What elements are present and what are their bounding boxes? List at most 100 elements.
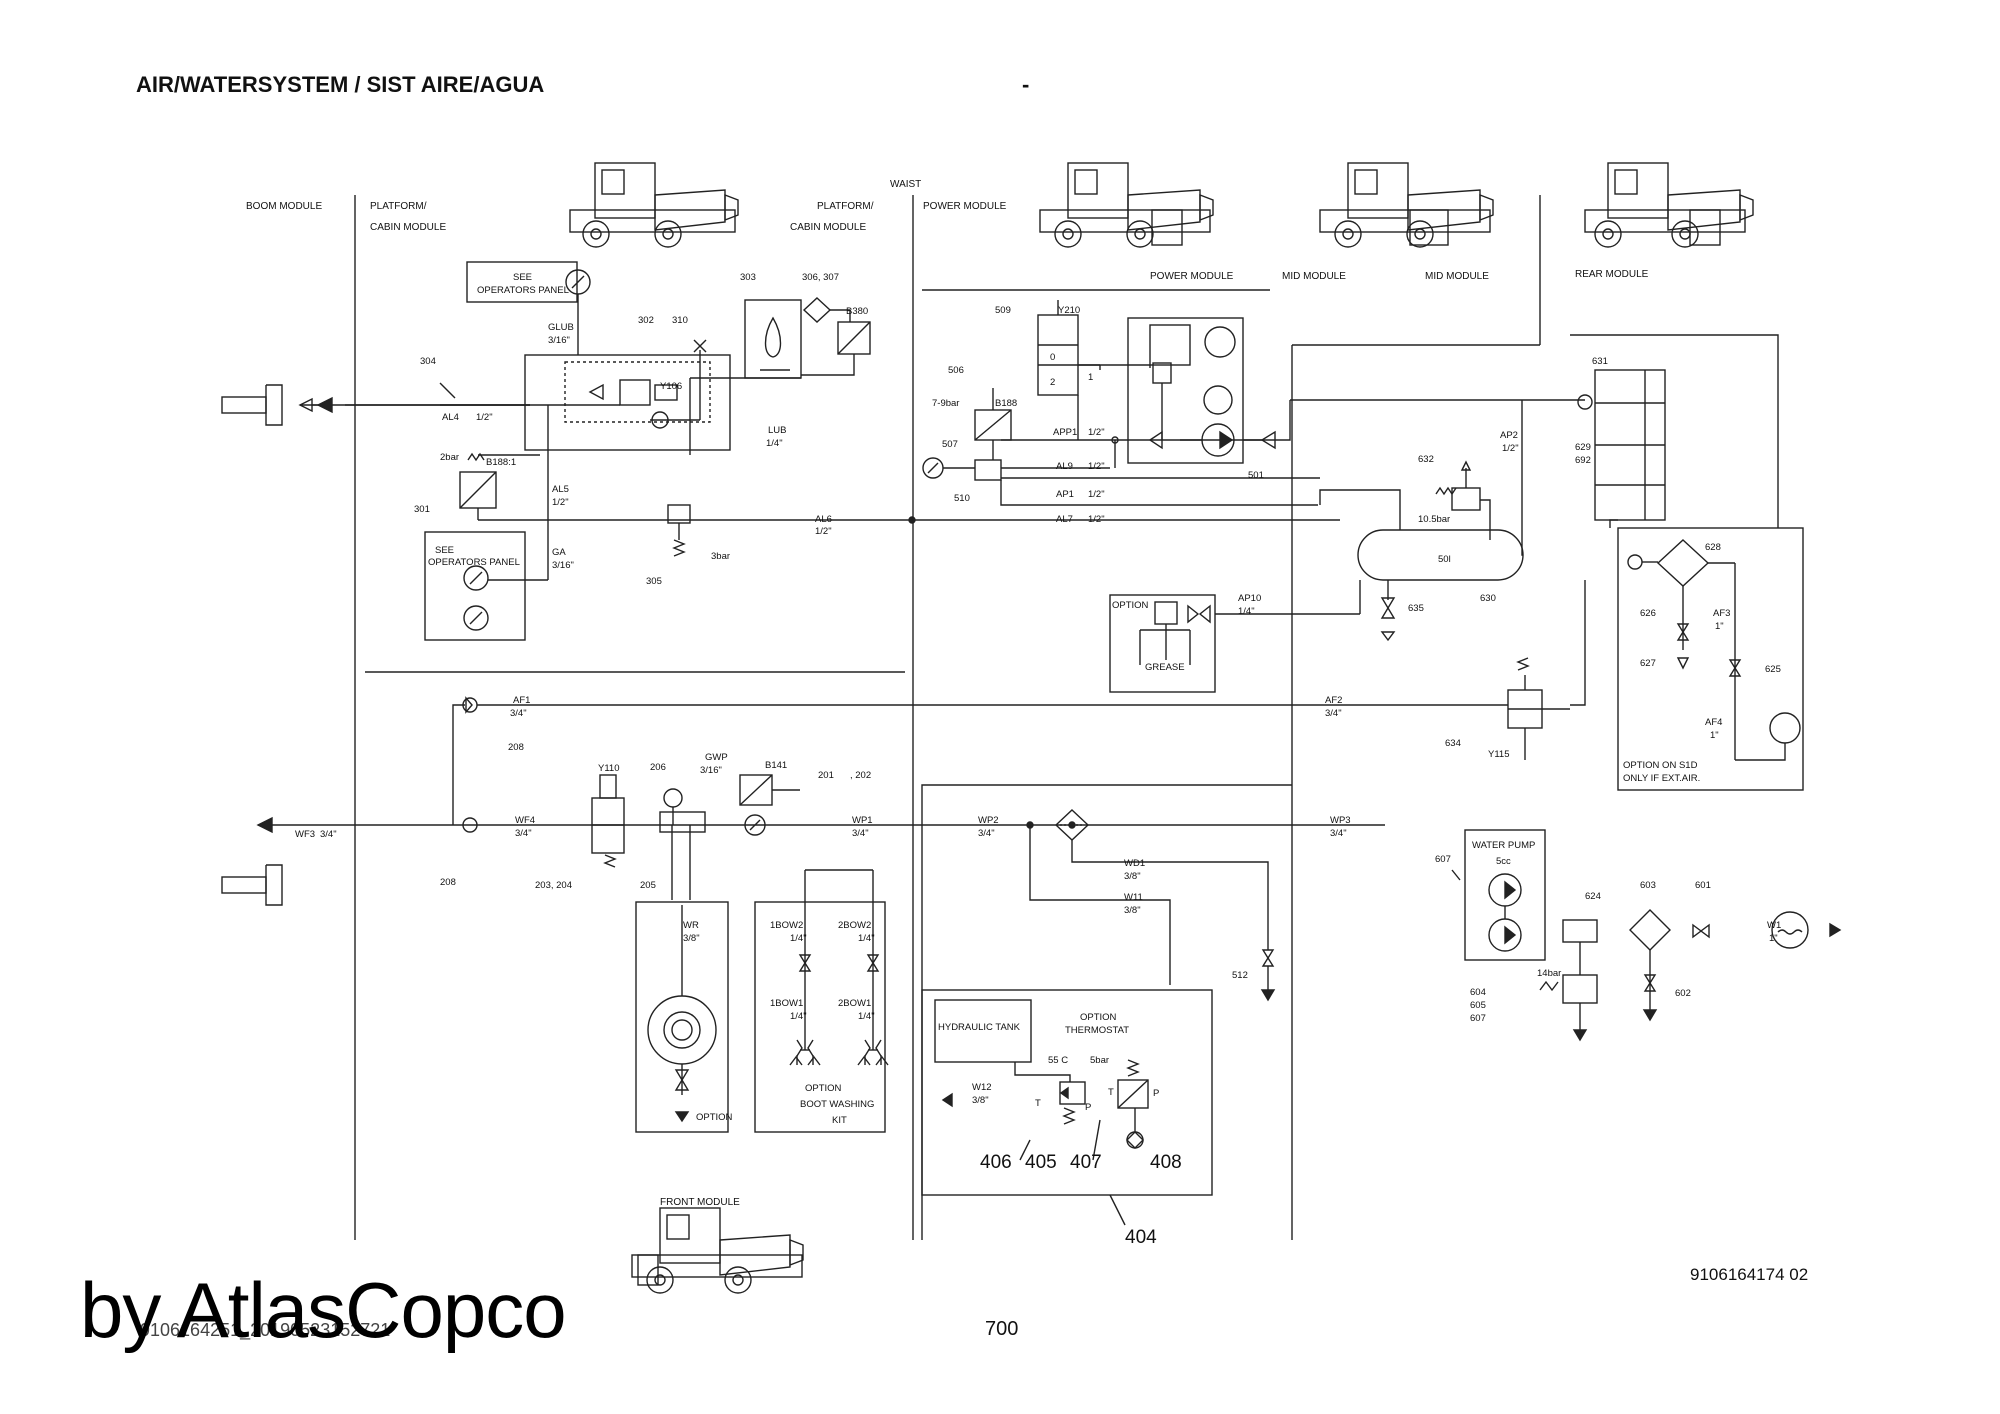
diagram-label: 602 xyxy=(1675,988,1691,999)
diagram-label: 14bar xyxy=(1537,968,1561,979)
boot-washing-kit-box xyxy=(754,901,886,1133)
diagram-label: 50l xyxy=(1438,554,1451,565)
diagram-label: 509 xyxy=(995,305,1011,316)
diagram-label: THERMOSTAT xyxy=(1065,1025,1129,1036)
valve-624 xyxy=(1562,919,1598,943)
label-power-module: POWER MODULE xyxy=(1150,271,1234,282)
hose-reel-box xyxy=(635,901,729,1133)
water-tank-level xyxy=(1771,911,1809,949)
diagram-label: WATER PUMP xyxy=(1472,840,1535,851)
label-see-2: SEE xyxy=(435,545,454,556)
diagram-label: 634 xyxy=(1445,738,1461,749)
diagram-label: 607 xyxy=(1435,854,1451,865)
diagram-label: 3/4" xyxy=(1325,708,1342,719)
diagram-label: WF3 xyxy=(295,829,315,840)
diagram-label: WF4 xyxy=(515,815,535,826)
label-power-module-top: POWER MODULE xyxy=(923,201,1007,212)
diagram-label: 2BOW1 xyxy=(838,998,871,1009)
option-grease-box xyxy=(1109,594,1216,693)
label-rear-module: REAR MODULE xyxy=(1575,269,1649,280)
diagram-label: GLUB xyxy=(548,322,574,333)
diagram-label: 3/8" xyxy=(683,933,700,944)
vehicle-rear-icon xyxy=(1584,162,1754,248)
diagram-label: 631 xyxy=(1592,356,1608,367)
diagram-label: 603 xyxy=(1640,880,1656,891)
diagram-label: AL9 xyxy=(1056,461,1073,472)
rear-module-box xyxy=(1617,527,1804,791)
diagram-label: 1/2" xyxy=(1088,461,1105,472)
diagram-label: OPTION xyxy=(1112,600,1149,611)
diagram-label: 627 xyxy=(1640,658,1656,669)
diagram-label: WD1 xyxy=(1124,858,1145,869)
label-front-module: FRONT MODULE xyxy=(660,1197,740,1208)
diagram-label: AL5 xyxy=(552,484,569,495)
diagram-label: 1/2" xyxy=(1088,489,1105,500)
diagram-label: 1/4" xyxy=(1238,606,1255,617)
diagram-label: 625 xyxy=(1765,664,1781,675)
diagram-label: 2 xyxy=(1050,377,1055,388)
diagram-label: 305 xyxy=(646,576,662,587)
diagram-label: KIT xyxy=(832,1115,847,1126)
diagram-label: W1 xyxy=(1767,920,1781,931)
label-408: 408 xyxy=(1150,1152,1182,1173)
diagram-label: P xyxy=(1085,1102,1091,1113)
diagram-label: 3/16" xyxy=(548,335,570,346)
label-406: 406 xyxy=(980,1152,1012,1173)
diagram-label: B141 xyxy=(765,760,787,771)
diagram-label: AL4 xyxy=(442,412,459,423)
diagram-label: AP2 xyxy=(1500,430,1518,441)
relief-valve-407 xyxy=(1117,1079,1149,1109)
diagram-label: 302 xyxy=(638,315,654,326)
diagram-label: 1/4" xyxy=(766,438,783,449)
diagram-label: 605 xyxy=(1470,1000,1486,1011)
diagram-label: 630 xyxy=(1480,593,1496,604)
diagram-label: 306, 307 xyxy=(802,272,839,283)
diagram-label: ONLY IF EXT.AIR. xyxy=(1623,773,1700,784)
diagram-label: 1/4" xyxy=(790,933,807,944)
strainer-603 xyxy=(1629,909,1671,951)
diagram-label: 1BOW2 xyxy=(770,920,803,931)
diagram-label: 626 xyxy=(1640,608,1656,619)
diagram-label: AF1 xyxy=(513,695,530,706)
diagram-label: 3/4" xyxy=(515,828,532,839)
diagram-label: APP1 xyxy=(1053,427,1077,438)
label-operators-panel-1: OPERATORS PANEL xyxy=(477,285,569,296)
diagram-label: Y115 xyxy=(1488,749,1509,760)
watermark: by AtlasCopco xyxy=(80,1266,567,1354)
diagram-label: HYDRAULIC TANK xyxy=(938,1022,1021,1033)
diagram-label: B188:1 xyxy=(486,457,516,468)
diagram-label: 5cc xyxy=(1496,856,1511,867)
diagram-label: WR xyxy=(683,920,699,931)
diagram-label: AF4 xyxy=(1705,717,1722,728)
diagram-label: 512 xyxy=(1232,970,1248,981)
label-404: 404 xyxy=(1125,1227,1157,1248)
label-boom-module: BOOM MODULE xyxy=(246,201,322,212)
diagram-label: 1 xyxy=(1088,372,1093,383)
page-title: AIR/WATERSYSTEM / SIST AIRE/AGUA xyxy=(136,72,545,97)
title-dash: - xyxy=(1022,72,1030,97)
diagram-label: 2BOW2 xyxy=(838,920,871,931)
diagram-label: 1/2" xyxy=(1088,427,1105,438)
diagram-label: 208 xyxy=(440,877,456,888)
water-pump-607 xyxy=(1464,829,1546,961)
diagram-label: 1/4" xyxy=(858,933,875,944)
diagram-label: 5bar xyxy=(1090,1055,1109,1066)
lube-unit-302 xyxy=(524,354,731,451)
diagram-label: GA xyxy=(552,547,566,558)
diagram-label: 3/16" xyxy=(552,560,574,571)
diagram-label: 301 xyxy=(414,504,430,515)
diagram-label: 303 xyxy=(740,272,756,283)
diagram-label: 3/4" xyxy=(978,828,995,839)
diagram-label: 3/4" xyxy=(510,708,527,719)
relief-valve-632 xyxy=(1451,487,1481,511)
diagram-label: 3/8" xyxy=(1124,871,1141,882)
diagram-label: 632 xyxy=(1418,454,1434,465)
diagram-label: 1/4" xyxy=(858,1011,875,1022)
diagram-label: 607 xyxy=(1470,1013,1486,1024)
diagram-label: W12 xyxy=(972,1082,992,1093)
diagram-label: 628 xyxy=(1705,542,1721,553)
diagram-label: 3/4" xyxy=(852,828,869,839)
boom-air-connector xyxy=(221,384,283,426)
diagram-label: 0 xyxy=(1050,352,1055,363)
diagram-label: WP2 xyxy=(978,815,999,826)
